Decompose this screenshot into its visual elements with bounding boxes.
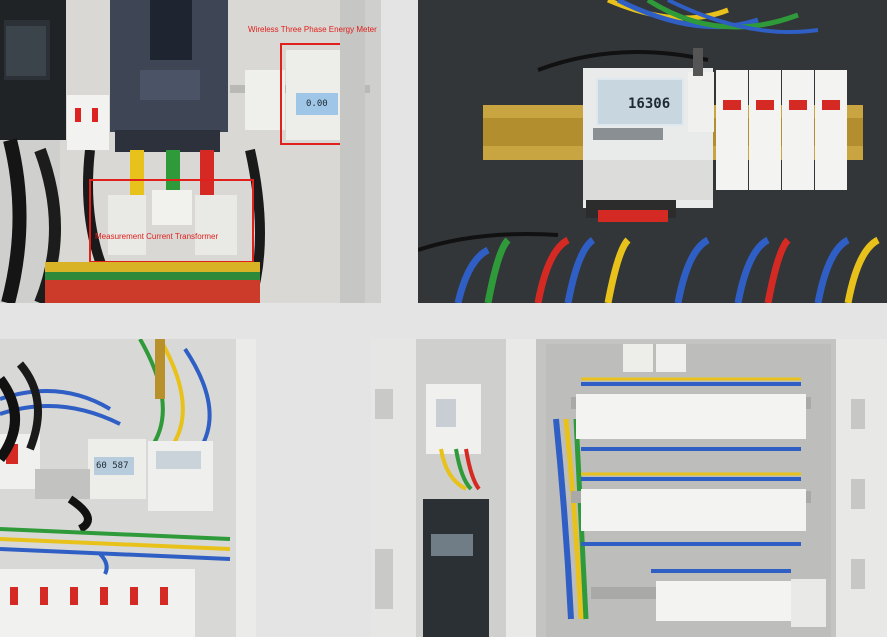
ct-annotation-label: Measurement Current Transformer bbox=[95, 232, 219, 241]
distribution-board-image bbox=[0, 339, 256, 637]
meter-lcd bbox=[94, 457, 134, 475]
meter-lcd bbox=[598, 80, 682, 124]
meter-lcd-value: 0.00 bbox=[306, 99, 328, 109]
meter-lcd-value: 60 587 bbox=[96, 461, 129, 471]
meter-lcd bbox=[296, 93, 338, 115]
meter-annotation-label: Wireless Three Phase Energy Meter bbox=[248, 25, 377, 34]
open-cabinet-image bbox=[371, 339, 887, 637]
photo-bottom-left: 60 587 bbox=[0, 339, 256, 637]
meter-closeup-image bbox=[418, 0, 887, 303]
meter-lcd bbox=[431, 534, 473, 556]
meter-lcd-value: 16306 bbox=[628, 96, 671, 112]
photo-bottom-right bbox=[371, 339, 887, 637]
photo-top-right: 16306 bbox=[418, 0, 887, 303]
photo-top-left: Wireless Three Phase Energy Meter Measur… bbox=[0, 0, 381, 303]
cabinet-wiring-image bbox=[0, 0, 381, 303]
